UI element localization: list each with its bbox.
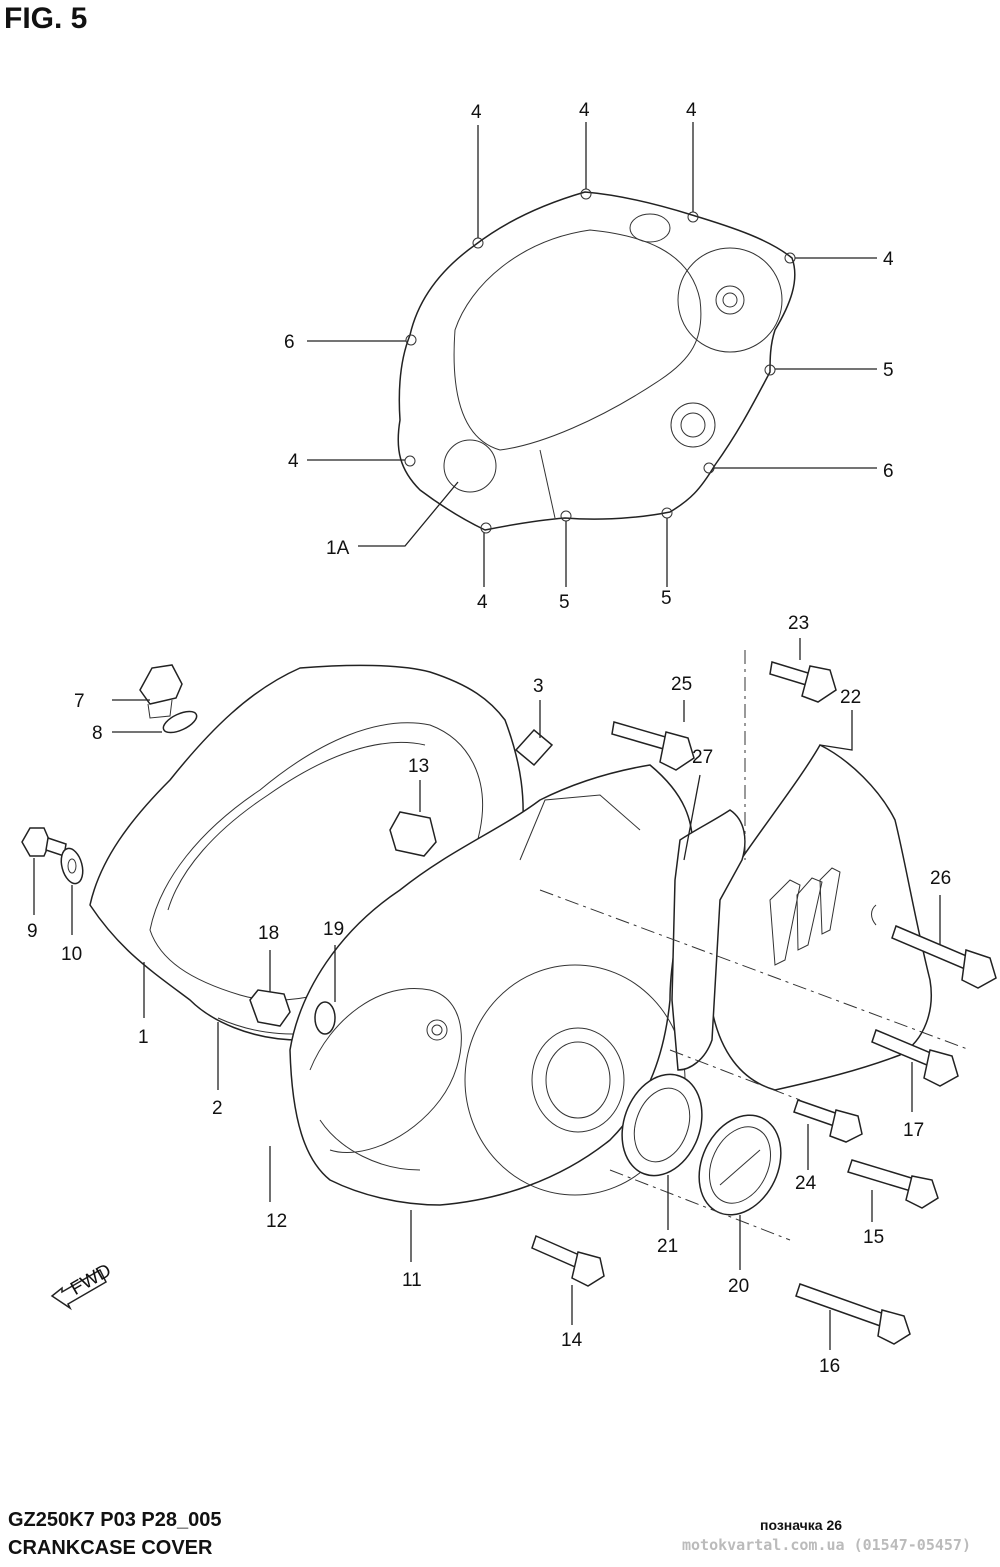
diagram-subtitle: CRANKCASE COVER [8, 1537, 213, 1559]
callout-10: 10 [61, 944, 82, 965]
forward-direction-badge: FWD [50, 1260, 115, 1311]
callout-14: 14 [561, 1330, 583, 1351]
callout-13: 13 [408, 756, 429, 777]
callout-20: 20 [728, 1276, 749, 1297]
callout-5: 5 [559, 592, 570, 613]
callout-21: 21 [657, 1236, 678, 1257]
callout-4: 4 [686, 100, 697, 121]
callout-4: 4 [579, 100, 590, 121]
callout-16: 16 [819, 1356, 840, 1377]
sprocket-cover-part [710, 744, 932, 1091]
callout-6: 6 [883, 461, 894, 482]
callout-7: 7 [74, 691, 85, 712]
callout-25: 25 [671, 674, 692, 695]
page-note: позначка 26 [760, 1517, 843, 1533]
model-code: GZ250K7 P03 P28_005 [8, 1509, 222, 1531]
callout-27: 27 [692, 747, 713, 768]
leader-lines-bottom [33, 638, 941, 1350]
callout-15: 15 [863, 1227, 884, 1248]
callout-4: 4 [477, 592, 488, 613]
callout-2: 2 [212, 1098, 223, 1119]
small-parts [21, 664, 782, 1216]
assembly-center-lines [539, 650, 971, 1241]
callout-4: 4 [883, 249, 894, 270]
figure-title: FIG. 5 [4, 2, 88, 35]
callout-17: 17 [903, 1120, 924, 1141]
callout-26: 26 [930, 868, 951, 889]
callout-3: 3 [533, 676, 544, 697]
callout-23: 23 [788, 613, 809, 634]
callout-4: 4 [471, 102, 482, 123]
callout-9: 9 [27, 921, 38, 942]
callout-1: 1 [138, 1027, 149, 1048]
leader-lines-top [307, 122, 877, 587]
callout-5: 5 [883, 360, 894, 381]
callout-labels: 4 4 4 4 4 4 6 6 5 5 5 1A 7 8 9 10 1 2 3 … [27, 100, 951, 1377]
callout-5: 5 [661, 588, 672, 609]
bolts [531, 661, 997, 1345]
callout-1a: 1A [326, 538, 350, 559]
sprocket-cover-bracket-part [671, 809, 746, 1071]
callout-4: 4 [288, 451, 299, 472]
callout-18: 18 [258, 923, 279, 944]
callout-6: 6 [284, 332, 295, 353]
callout-11: 11 [402, 1270, 422, 1291]
callout-12: 12 [266, 1211, 287, 1232]
clutch-cover-part [397, 188, 796, 534]
callout-19: 19 [323, 919, 344, 940]
callout-24: 24 [795, 1173, 817, 1194]
callout-22: 22 [840, 687, 861, 708]
source-watermark: motokvartal.com.ua (01547-05457) [682, 1536, 971, 1554]
callout-8: 8 [92, 723, 103, 744]
fwd-label: FWD [67, 1260, 115, 1300]
cover-bolt-holes [404, 188, 796, 534]
